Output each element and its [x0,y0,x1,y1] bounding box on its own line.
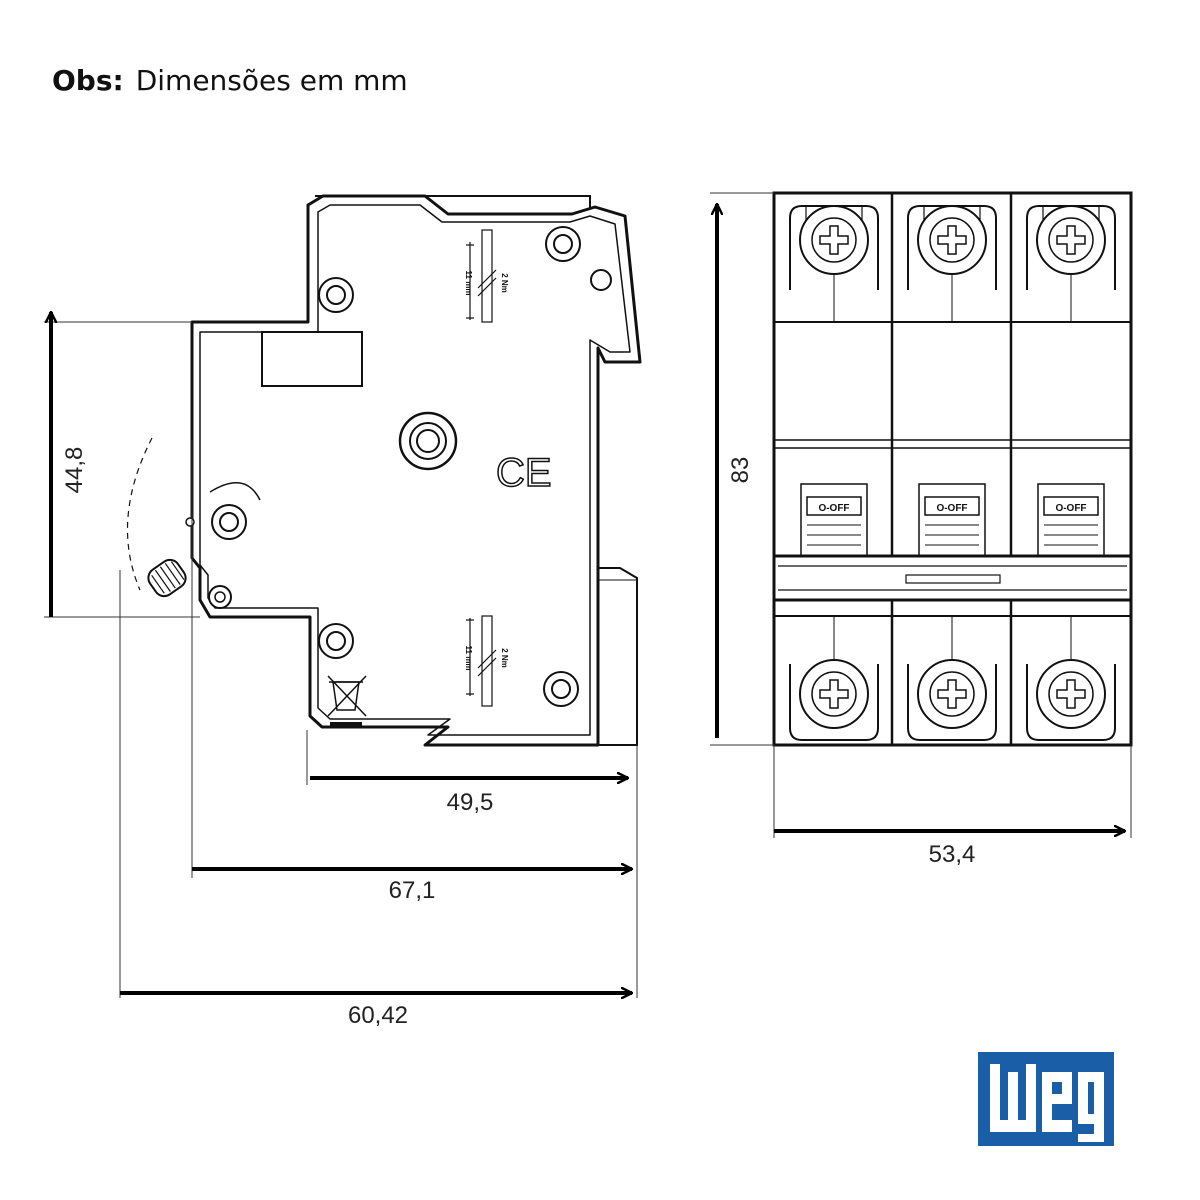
dim-height-front: 83 [727,457,754,484]
terminal-top-3 [1026,205,1116,322]
off-indicator: O-OFF [936,503,967,514]
terminal-bottom-3 [1026,616,1116,741]
toggle-lever [126,437,187,598]
rivet [318,623,354,659]
front-view: O-OFF O-OFF O-OFF [772,191,1133,747]
weg-logo [978,1052,1114,1146]
terminal-bottom-2 [907,616,997,741]
rivet [318,277,354,313]
rivet [543,671,579,707]
center-rivet [398,411,458,471]
ce-mark: CE [496,451,552,495]
handle-bar [772,554,1133,602]
extension-lines-side [44,321,638,998]
rivet [208,585,232,609]
dim-width-front: 53,4 [929,841,976,868]
torque-label: 2 Nm [500,648,509,668]
terminal-spec-top: 11 mm 2 Nm [464,229,509,323]
label-pocket [261,331,363,387]
torque-label: 2 Nm [500,273,509,293]
din-clip [597,567,638,746]
note-label: Obs: [52,64,124,97]
hole [590,269,612,291]
terminal-bottom-1 [789,616,879,741]
weee-bin-icon [327,675,367,727]
dim-depth-total: 67,1 [389,877,436,904]
switch-pole-1: O-OFF [800,483,868,557]
terminal-top-2 [907,205,997,322]
terminal-spec-bottom: 11 mm 2 Nm [464,615,509,707]
breaker-side-outline [190,194,642,747]
dim-depth-lever: 60,42 [348,1002,408,1029]
terminal-top-1 [789,205,879,322]
strip-length-label: 11 mm [464,271,473,296]
note-text: Dimensões em mm [135,64,408,97]
off-indicator: O-OFF [818,503,849,514]
dimensions-front [717,204,1125,831]
dim-depth-body: 49,5 [447,789,494,816]
extension-lines-front [710,192,1132,838]
rivet [211,504,247,540]
strip-length-label: 11 mm [464,646,473,671]
off-indicator: O-OFF [1055,503,1086,514]
dimensions-side [51,312,632,993]
switch-pole-3: O-OFF [1037,483,1105,557]
note: Obs: Dimensões em mm [52,64,408,97]
dim-height-side: 44,8 [61,447,88,494]
switch-pole-2: O-OFF [918,483,986,557]
rivet [545,226,581,262]
side-view: 11 mm 2 Nm 11 mm 2 Nm CE [126,194,642,747]
